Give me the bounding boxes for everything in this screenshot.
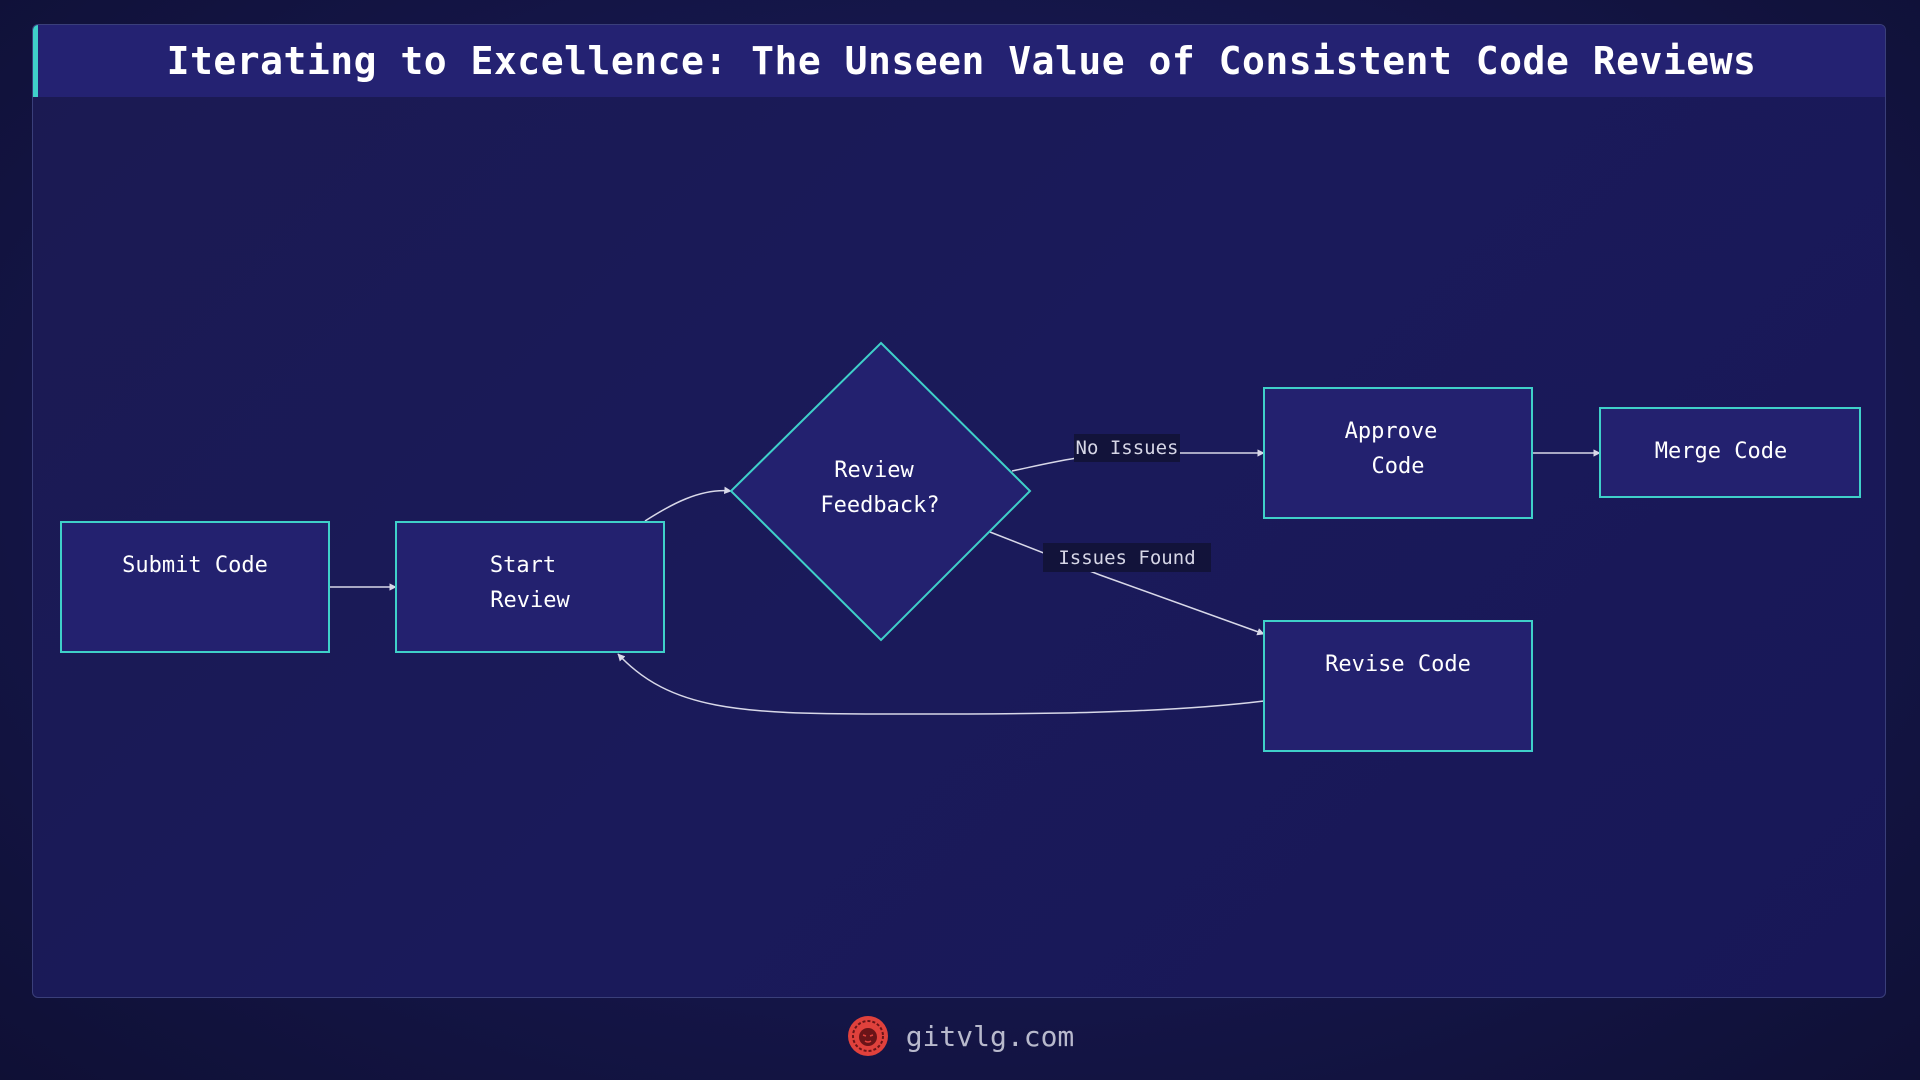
node-decision-label-line1: Review: [834, 458, 914, 483]
title-bar: Iterating to Excellence: The Unseen Valu…: [33, 25, 1885, 97]
node-merge-code[interactable]: Merge Code: [1599, 407, 1861, 498]
node-approve-code[interactable]: Approve Code: [1263, 387, 1533, 519]
footer: gitvlg.com: [0, 1008, 1920, 1064]
node-approve-code-label-line2: Code: [1372, 454, 1425, 479]
edge-revise-to-start: [617, 653, 1265, 715]
node-start-review-label-line2: Review: [490, 588, 570, 613]
node-start-review[interactable]: Start Review: [395, 521, 665, 653]
node-start-review-label-line1: Start: [490, 553, 556, 578]
edge-label-issues-found: Issues Found: [1043, 543, 1211, 572]
edge-decision-to-revise: [989, 531, 1265, 636]
edge-label-no-issues-text: No Issues: [1076, 437, 1179, 459]
footer-site-text[interactable]: gitvlg.com: [905, 1019, 1075, 1053]
node-revise-code-label: Revise Code: [1325, 652, 1471, 677]
node-submit-code-label: Submit Code: [122, 553, 268, 578]
node-decision-label-line2: Feedback?: [820, 493, 939, 518]
node-approve-code-label-line1: Approve: [1345, 419, 1438, 444]
edge-start-to-decision: [644, 486, 732, 522]
node-submit-code[interactable]: Submit Code: [60, 521, 330, 653]
node-revise-code[interactable]: Revise Code: [1263, 620, 1533, 752]
lion-logo-icon: [847, 1016, 888, 1056]
node-review-feedback-decision[interactable]: Review Feedback?: [729, 341, 1032, 642]
edge-label-issues-found-text: Issues Found: [1058, 547, 1195, 569]
node-merge-code-label: Merge Code: [1655, 439, 1787, 464]
diagram-panel: Iterating to Excellence: The Unseen Valu…: [32, 24, 1886, 998]
page-title: Iterating to Excellence: The Unseen Valu…: [166, 39, 1757, 83]
edge-label-no-issues: No Issues: [1074, 434, 1180, 462]
